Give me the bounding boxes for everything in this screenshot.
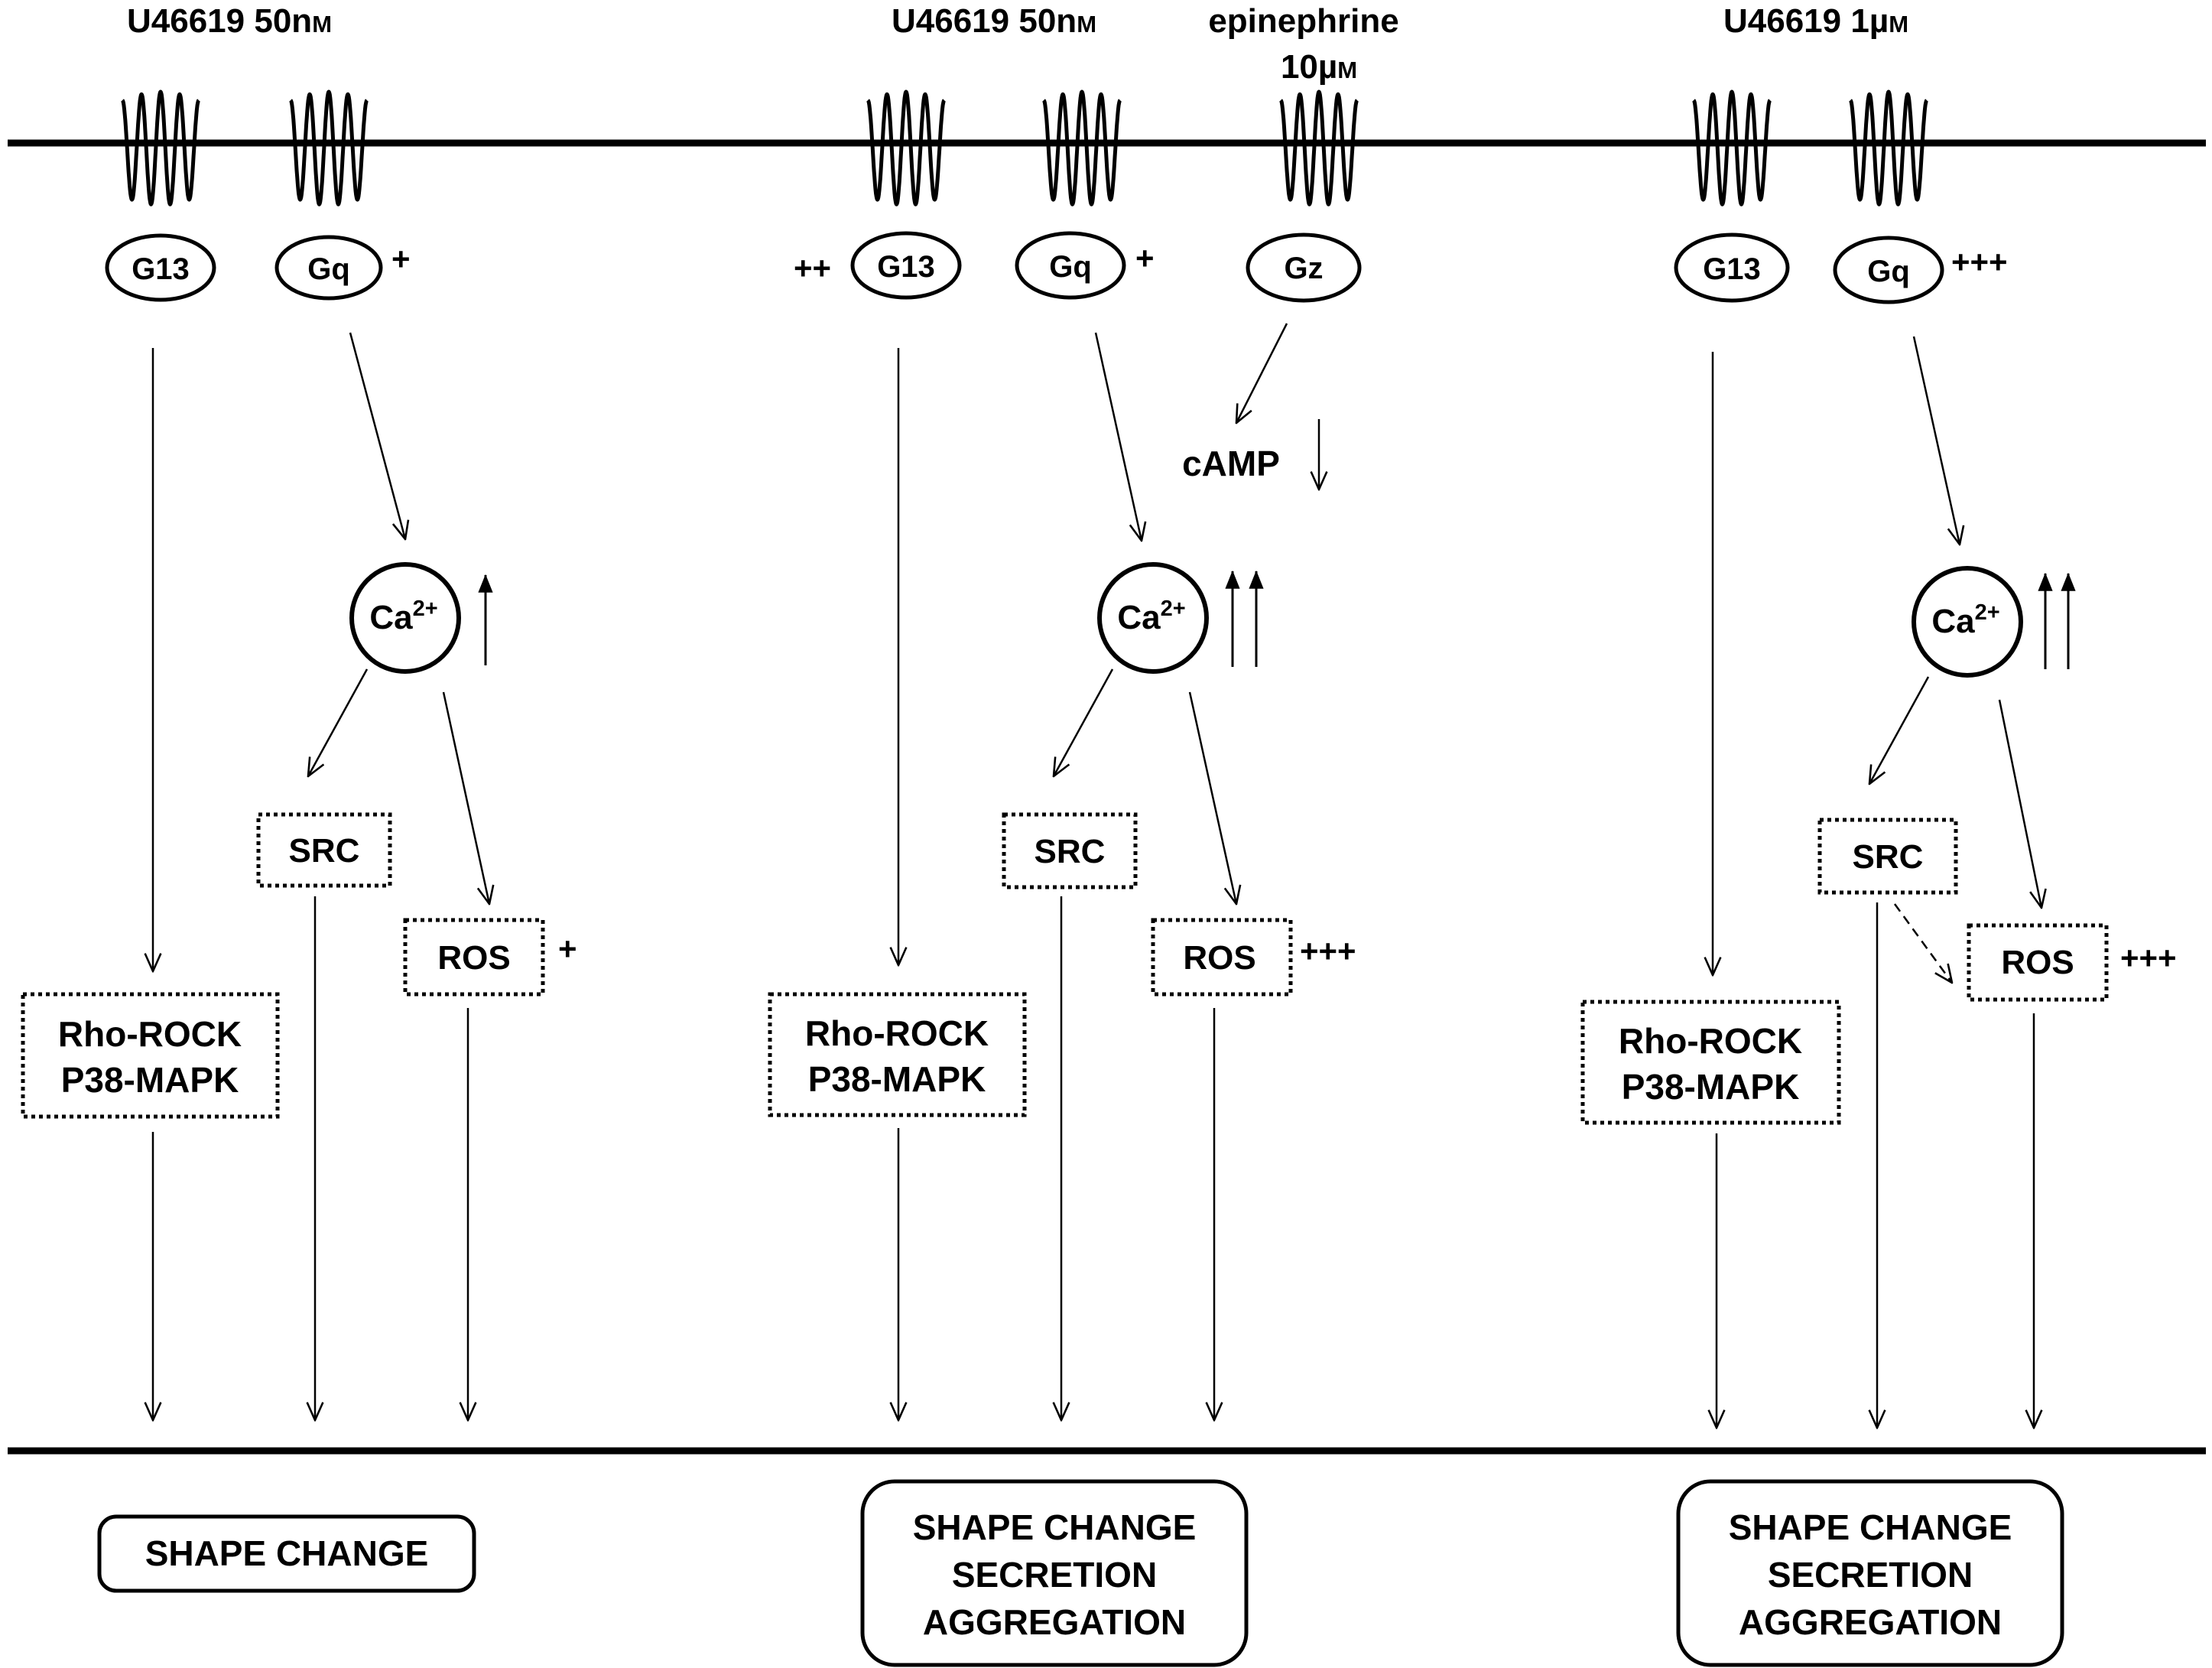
receptor-helix-icon	[866, 89, 946, 206]
gq-label: Gq	[1867, 255, 1910, 288]
rho-rock-box	[768, 992, 1027, 1117]
ca-node	[1912, 566, 2023, 678]
p38-mapk-label: P38-MAPK	[1622, 1067, 1800, 1107]
gq-node	[1015, 231, 1126, 300]
g13-label: G13	[132, 252, 190, 286]
ca-label: Ca2+	[1117, 597, 1185, 636]
gq-modifier: +++	[1951, 244, 2008, 280]
ca-label: Ca2+	[369, 597, 437, 636]
p38-mapk-label: P38-MAPK	[61, 1060, 239, 1100]
ros-box	[403, 918, 545, 997]
receptor-helix-icon	[289, 89, 369, 206]
panel-1: U46619 50nM G13 Gq + Ca2+ SRC ROS + Rho-…	[21, 2, 577, 1593]
ca-label: Ca2+	[1931, 600, 1999, 640]
outcome-label: AGGREGATION	[1739, 1602, 2002, 1642]
gq-node	[1833, 236, 1944, 304]
outcome-box	[1676, 1479, 2064, 1667]
outcome-label: AGGREGATION	[923, 1602, 1186, 1642]
gq-modifier: +	[391, 241, 411, 277]
panel-2: U46619 50nM epinephrine 10µM ++ G13 Gq +…	[768, 2, 1399, 1667]
outcome-label: SHAPE CHANGE	[145, 1533, 429, 1573]
src-box	[1817, 818, 1958, 895]
panel-2-epinephrine-label: epinephrine	[1208, 2, 1398, 40]
panel-3: U46619 1µM G13 Gq +++ Ca2+ SRC ROS +++ R…	[1580, 2, 2177, 1667]
arrow-ca-to-ros	[1998, 699, 2041, 908]
panel-1-agonist-label: U46619 50nM	[127, 2, 332, 40]
ca-node	[349, 562, 461, 674]
panel-2-epinephrine-conc: 10µM	[1281, 48, 1357, 86]
receptor-helix-icon	[1279, 89, 1359, 206]
camp-label: cAMP	[1182, 444, 1280, 483]
arrow-gz-to-camp	[1236, 323, 1288, 423]
outcome-box	[97, 1514, 476, 1593]
src-box	[256, 812, 392, 888]
dashed-arrow-src-to-ros	[1893, 903, 1952, 983]
receptor-helix-icon	[1849, 89, 1928, 206]
outcome-label: SHAPE CHANGE	[1729, 1507, 2012, 1547]
panel-3-agonist-label: U46619 1µM	[1723, 2, 1908, 40]
arrow-ca-to-ros	[1188, 691, 1236, 904]
rho-rock-box	[1580, 1000, 1841, 1125]
arrow-ca-to-src	[1869, 676, 1930, 784]
g13-label: G13	[877, 250, 935, 284]
outcome-label: SECRETION	[1768, 1555, 1973, 1595]
src-label: SRC	[1035, 833, 1106, 870]
outcome-label: SHAPE CHANGE	[913, 1507, 1197, 1547]
g13-node	[1674, 232, 1790, 303]
arrow-gq-to-ca	[349, 332, 405, 539]
rho-rock-box	[21, 992, 280, 1119]
g13-node	[850, 231, 962, 300]
arrow-gq-to-ca	[1094, 332, 1142, 541]
ros-box	[1151, 918, 1293, 997]
receptor-helix-icon	[1042, 89, 1122, 206]
src-box	[1002, 812, 1138, 889]
gq-label: Gq	[1049, 250, 1092, 284]
ca-node	[1097, 562, 1209, 674]
ros-modifier: +++	[2120, 940, 2177, 976]
panel-2-agonist-label: U46619 50nM	[892, 2, 1096, 40]
arrow-gq-to-ca	[1912, 336, 1960, 545]
rho-rock-label: Rho-ROCK	[805, 1013, 989, 1053]
outcome-label: SECRETION	[952, 1555, 1157, 1595]
arrow-ca-to-src	[1054, 668, 1114, 776]
receptor-helix-icon	[1692, 89, 1772, 206]
gq-node	[274, 235, 383, 301]
gz-label: Gz	[1284, 252, 1323, 285]
ros-modifier: +++	[1300, 933, 1356, 969]
rho-rock-label: Rho-ROCK	[58, 1014, 242, 1054]
g13-modifier: ++	[794, 250, 831, 286]
g13-label: G13	[1703, 252, 1761, 286]
receptor-helix-icon	[121, 89, 200, 206]
src-label: SRC	[289, 832, 360, 870]
ros-label: ROS	[437, 939, 510, 977]
ros-modifier: +	[558, 931, 577, 967]
ros-label: ROS	[1183, 939, 1255, 977]
p38-mapk-label: P38-MAPK	[808, 1059, 986, 1099]
gq-modifier: +	[1135, 240, 1155, 276]
g13-node	[105, 233, 216, 302]
gz-node	[1246, 232, 1362, 303]
ros-label: ROS	[2001, 944, 2074, 981]
ros-box	[1967, 923, 2109, 1002]
gq-label: Gq	[307, 252, 350, 286]
outcome-box	[860, 1479, 1249, 1667]
src-label: SRC	[1853, 838, 1924, 876]
arrow-ca-to-ros	[442, 691, 489, 904]
rho-rock-label: Rho-ROCK	[1619, 1021, 1802, 1061]
arrow-ca-to-src	[308, 668, 369, 776]
